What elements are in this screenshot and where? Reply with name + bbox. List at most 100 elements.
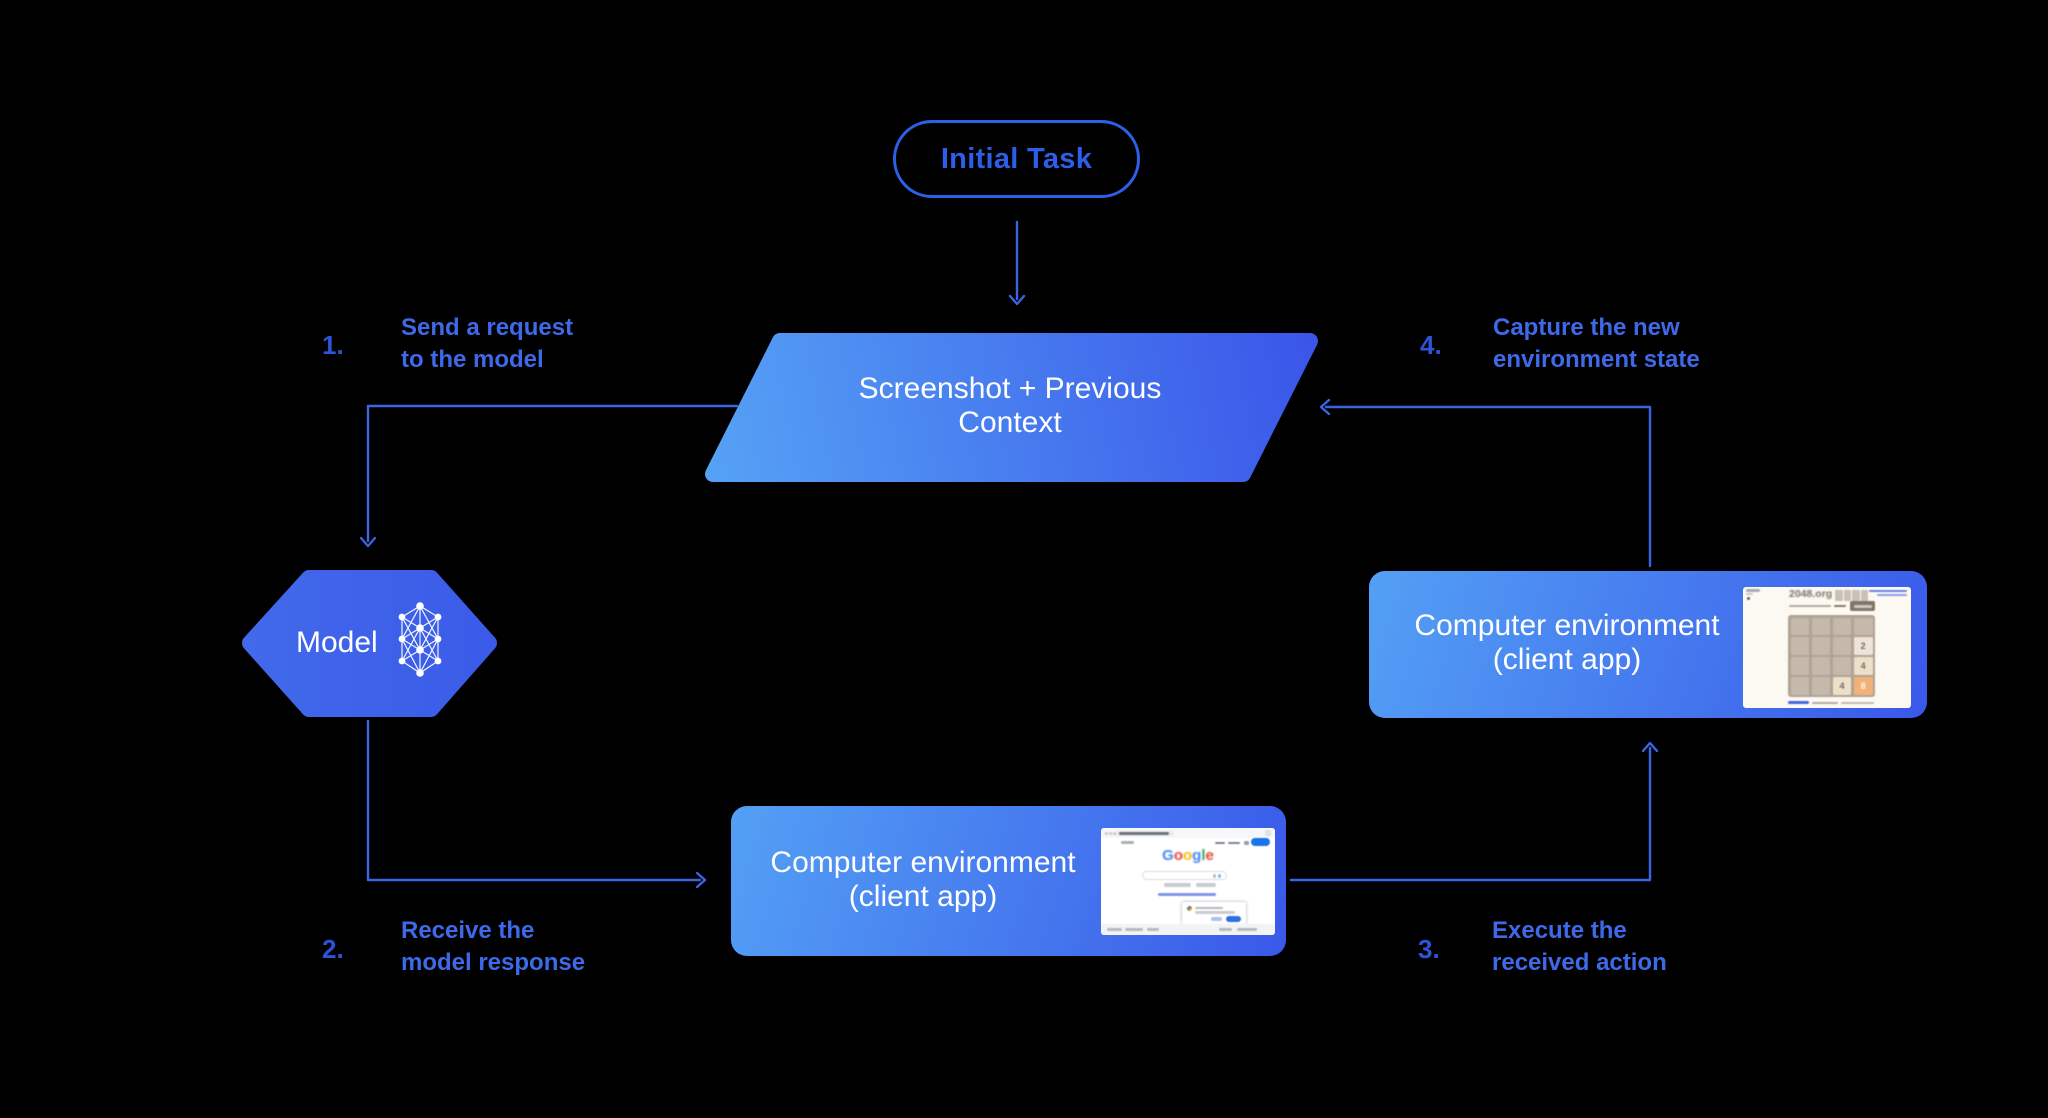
- game-screenshot-content: 2048.org 2: [1743, 587, 1911, 708]
- grid-cell: [1811, 677, 1831, 695]
- grid-cell: [1790, 637, 1810, 655]
- grid-cell: [1790, 617, 1810, 635]
- step-3-number: 3.: [1418, 934, 1440, 964]
- step-1-line1: Send a request: [401, 314, 574, 341]
- game-board: 2 4 4 8: [1788, 615, 1875, 697]
- game-tile: 4: [1832, 677, 1852, 695]
- model-node-label: Model: [296, 626, 378, 659]
- google-g-icon: [1187, 906, 1192, 911]
- chevron-left-icon: [1319, 398, 1331, 416]
- grid-cell: [1790, 677, 1810, 695]
- client-bottom-line2: (client app): [848, 880, 998, 913]
- intro-text: [1789, 604, 1831, 607]
- model-hexagon: [242, 570, 497, 717]
- apps-grid-icon: [1244, 840, 1249, 845]
- client-bottom-line1: Computer environment: [770, 846, 1076, 879]
- address-bar-text: [1119, 832, 1169, 835]
- grid-cell: [1853, 617, 1873, 635]
- step-2-line1: Receive the: [401, 917, 535, 944]
- grid-cell: [1811, 657, 1831, 675]
- game-tile: 2: [1853, 637, 1873, 655]
- footer-text: [1812, 701, 1838, 704]
- footer-link: [1147, 928, 1159, 931]
- logo-letter: o: [1182, 847, 1193, 864]
- google-search-screenshot: Google: [1101, 828, 1275, 935]
- step-3-line2: received action: [1492, 949, 1667, 976]
- neural-network-icon: [398, 602, 442, 677]
- context-parallelogram: [705, 333, 1318, 482]
- window-control-icon: [1105, 832, 1108, 835]
- context-label-line2: Context: [958, 406, 1062, 439]
- arrow-model-to-client: [366, 719, 702, 882]
- chevron-right-icon: [695, 871, 707, 889]
- feeling-lucky-button: [1196, 883, 1216, 887]
- grid-cell: [1811, 617, 1831, 635]
- client-right-line1: Computer environment: [1414, 609, 1720, 642]
- context-label-line1: Screenshot + Previous: [858, 372, 1162, 405]
- footer-link: [1107, 928, 1122, 931]
- sign-in-dialog: [1182, 902, 1246, 924]
- mic-icon: [1218, 873, 1221, 878]
- client-bottom-label: Computer environment (client app): [741, 846, 1105, 914]
- client-right-line2: (client app): [1492, 643, 1642, 676]
- step-3-label: Execute the received action: [1492, 915, 1667, 979]
- header-link: [1877, 593, 1907, 596]
- score-box: [1860, 590, 1868, 601]
- google-search-button: [1164, 883, 1191, 887]
- step-4-number: 4.: [1420, 330, 1442, 360]
- step-1-label: Send a request to the model: [401, 312, 573, 376]
- dialog-primary-button: [1226, 915, 1241, 922]
- logo-letter: e: [1205, 847, 1214, 864]
- google-screenshot-content: Google: [1101, 828, 1275, 935]
- dialog-secondary-button: [1211, 917, 1222, 921]
- logo-letter: G: [1162, 847, 1174, 864]
- logo-letter: g: [1192, 847, 1202, 864]
- game-2048-screenshot: 2048.org 2: [1743, 587, 1911, 708]
- client-right-label: Computer environment (client app): [1385, 609, 1749, 677]
- step-1-line2: to the model: [401, 346, 544, 373]
- page-corner-text: [1746, 589, 1760, 592]
- dialog-text: [1195, 906, 1223, 909]
- sign-in-button: [1251, 837, 1270, 846]
- browser-toolbar: [1101, 828, 1275, 838]
- client-app-node-right: Computer environment (client app) 2048.o…: [1369, 571, 1927, 718]
- language-link: [1158, 892, 1216, 896]
- window-control-icon: [1113, 832, 1116, 835]
- grid-cell: [1790, 657, 1810, 675]
- page-corner-text: [1746, 593, 1753, 595]
- footer-text: [1841, 701, 1874, 704]
- google-logo: Google: [1101, 847, 1275, 864]
- gmail-link: [1215, 841, 1225, 844]
- page-corner-icon: [1747, 597, 1750, 600]
- step-4-line1: Capture the new: [1493, 314, 1680, 341]
- arrow-client-to-client: [1289, 746, 1652, 882]
- step-4-label: Capture the new environment state: [1493, 312, 1700, 376]
- intro-text-bold: [1834, 604, 1846, 607]
- client-app-node-bottom: Computer environment (client app) Google: [731, 806, 1286, 956]
- new-game-button-text: [1853, 604, 1872, 608]
- step-3-line1: Execute the: [1492, 917, 1627, 944]
- window-control-icon: [1109, 832, 1112, 835]
- chevron-down-icon: [1008, 294, 1026, 306]
- step-2-line2: model response: [401, 949, 586, 976]
- footer-link: [1125, 928, 1143, 931]
- logo-letter: o: [1173, 847, 1183, 864]
- logo-letter: l: [1201, 847, 1206, 864]
- footer-link: [1237, 928, 1257, 931]
- game-tile: 4: [1853, 657, 1873, 675]
- images-link: [1228, 841, 1240, 844]
- grid-cell: [1832, 617, 1852, 635]
- header-link: [1869, 589, 1907, 592]
- step-4-line2: environment state: [1493, 346, 1700, 373]
- how-to-play-link: [1788, 701, 1809, 704]
- browser-extension-icon: [1265, 830, 1271, 836]
- chevron-up-icon: [1641, 741, 1659, 753]
- search-input: [1142, 871, 1227, 880]
- grid-cell: [1832, 637, 1852, 655]
- dialog-text: [1195, 911, 1235, 914]
- footer-bar: [1101, 924, 1275, 935]
- score-box: [1843, 590, 1851, 601]
- context-node-label: Screenshot + Previous Context: [760, 372, 1260, 440]
- score-box: [1835, 590, 1843, 601]
- step-2-label: Receive the model response: [401, 915, 585, 979]
